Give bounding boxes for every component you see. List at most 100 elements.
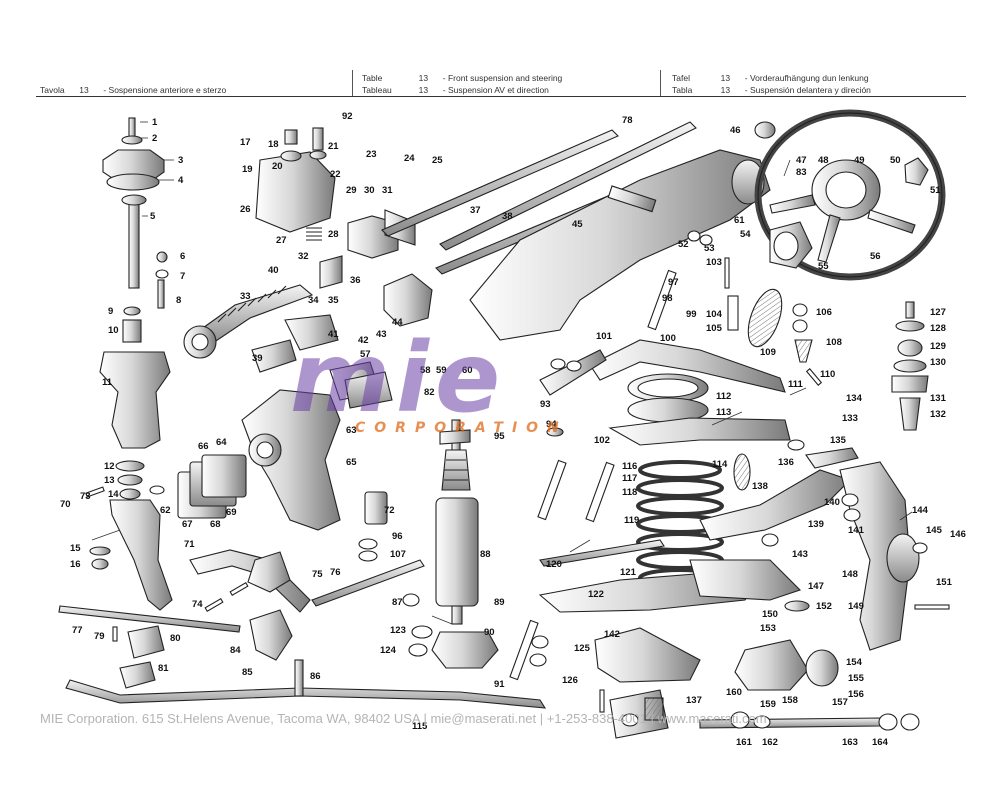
part-callout-78: 78	[622, 115, 633, 126]
part-callout-93: 93	[540, 399, 551, 410]
part-callout-136: 136	[778, 457, 794, 468]
part-callout-34: 34	[308, 295, 319, 306]
header-col2-line1: Table 13 - Front suspension and steering	[362, 72, 562, 84]
table-word: Tableau	[362, 85, 392, 95]
part-callout-4: 4	[178, 175, 184, 186]
part-callout-47: 47	[796, 155, 807, 166]
part-callout-11: 11	[102, 377, 113, 388]
part-callout-79: 79	[94, 631, 105, 642]
part-callout-98: 98	[662, 293, 673, 304]
part-callout-81: 81	[158, 663, 169, 674]
table-number: 13	[418, 73, 429, 83]
part-callout-118: 118	[622, 487, 638, 498]
part-callout-95: 95	[494, 431, 505, 442]
part-callout-70: 70	[60, 499, 71, 510]
part-callout-10: 10	[108, 325, 119, 336]
part-callout-38: 38	[502, 211, 513, 222]
part-callout-94: 94	[546, 419, 557, 430]
kingpin-assembly	[99, 117, 171, 449]
part-callout-2: 2	[152, 133, 158, 144]
part-callout-71: 71	[184, 539, 195, 550]
part-callout-160: 160	[726, 687, 742, 698]
part-callout-63: 63	[346, 425, 357, 436]
part-callout-26: 26	[240, 204, 251, 215]
part-callout-138: 138	[752, 481, 768, 492]
part-callout-17: 17	[240, 137, 251, 148]
part-callout-83: 83	[796, 167, 807, 178]
part-callout-66: 66	[198, 441, 209, 452]
part-callout-101: 101	[596, 331, 612, 342]
part-callout-50: 50	[890, 155, 901, 166]
part-callout-146: 146	[950, 529, 966, 540]
part-callout-158: 158	[782, 695, 798, 706]
part-callout-53: 53	[704, 243, 715, 254]
part-callout-144: 144	[912, 505, 928, 516]
part-callout-113: 113	[716, 407, 732, 418]
table-title: - Front suspension and steering	[442, 73, 563, 83]
part-callout-55: 55	[818, 261, 829, 272]
part-callout-62: 62	[160, 505, 171, 516]
table-number: 13	[720, 85, 731, 95]
part-callout-97: 97	[668, 277, 679, 288]
part-callout-102: 102	[594, 435, 610, 446]
part-callout-157: 157	[832, 697, 848, 708]
part-callout-58: 58	[420, 365, 431, 376]
header-col1: Tavola 13 - Sospensione anteriore e ster…	[40, 84, 226, 96]
part-callout-149: 149	[848, 601, 864, 612]
part-callout-148: 148	[842, 569, 858, 580]
part-callout-135: 135	[830, 435, 846, 446]
header-col3-line1: Tafel 13 - Vorderaufhängung dun lenkung	[672, 72, 869, 84]
part-callout-48: 48	[818, 155, 829, 166]
part-callout-29: 29	[346, 185, 357, 196]
part-callout-88: 88	[480, 549, 491, 560]
part-callout-9: 9	[108, 306, 114, 317]
part-callout-123: 123	[390, 625, 406, 636]
part-callout-85: 85	[242, 667, 253, 678]
table-title: - Sospensione anteriore e sterzo	[103, 85, 227, 95]
part-callout-1: 1	[152, 117, 158, 128]
part-callout-155: 155	[848, 673, 864, 684]
part-callout-107: 107	[390, 549, 406, 560]
part-callout-159: 159	[760, 699, 776, 710]
part-callout-127: 127	[930, 307, 946, 318]
part-callout-44: 44	[392, 317, 403, 328]
part-callout-122: 122	[588, 589, 604, 600]
part-callout-33: 33	[240, 291, 251, 302]
part-callout-96: 96	[392, 531, 403, 542]
part-callout-152: 152	[816, 601, 832, 612]
part-callout-52: 52	[678, 239, 689, 250]
part-callout-115: 115	[412, 721, 428, 732]
table-title: - Suspensión delantera y direción	[744, 85, 871, 95]
part-callout-116: 116	[622, 461, 638, 472]
part-callout-112: 112	[716, 391, 732, 402]
part-callout-132: 132	[930, 409, 946, 420]
watermark-logo: mie	[290, 322, 507, 434]
part-callout-22: 22	[330, 169, 341, 180]
table-title: - Vorderaufhängung dun lenkung	[744, 73, 869, 83]
part-callout-76: 76	[330, 567, 341, 578]
part-callout-51: 51	[930, 185, 941, 196]
part-callout-7: 7	[180, 271, 186, 282]
part-callout-56: 56	[870, 251, 881, 262]
header-col2-line2: Tableau 13 - Suspension AV et direction	[362, 84, 549, 96]
part-callout-84: 84	[230, 645, 241, 656]
part-callout-13: 13	[104, 475, 115, 486]
part-callout-73: 73	[80, 491, 91, 502]
part-callout-41: 41	[328, 329, 339, 340]
part-callout-164: 164	[872, 737, 888, 748]
part-callout-109: 109	[760, 347, 776, 358]
part-callout-68: 68	[210, 519, 221, 530]
footer-contact: MIE Corporation. 615 St.Helens Avenue, T…	[40, 711, 767, 726]
part-callout-18: 18	[268, 139, 279, 150]
part-callout-43: 43	[376, 329, 387, 340]
part-callout-117: 117	[622, 473, 638, 484]
part-callout-153: 153	[760, 623, 776, 634]
part-callout-57: 57	[360, 349, 371, 360]
part-callout-145: 145	[926, 525, 942, 536]
part-callout-121: 121	[620, 567, 636, 578]
part-callout-75: 75	[312, 569, 323, 580]
part-callout-151: 151	[936, 577, 952, 588]
part-callout-108: 108	[826, 337, 842, 348]
table-number: 13	[418, 85, 429, 95]
